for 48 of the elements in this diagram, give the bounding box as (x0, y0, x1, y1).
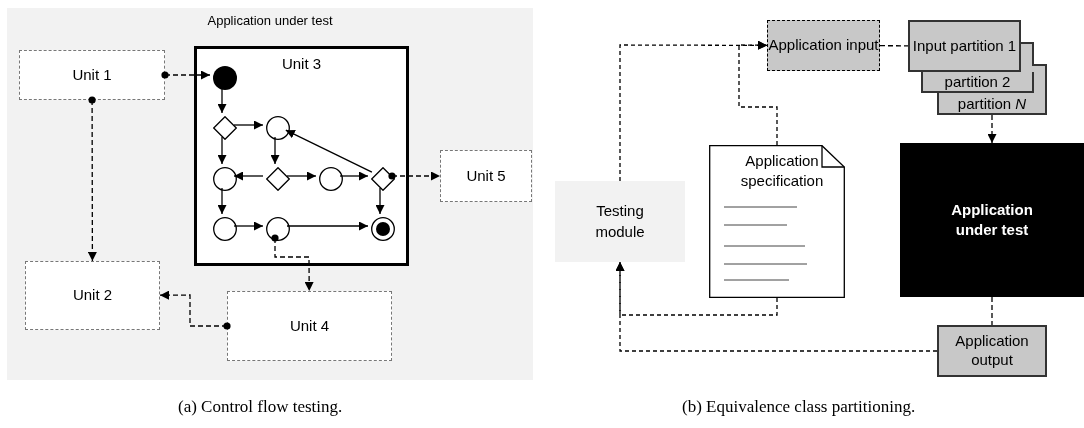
arrow (159, 290, 231, 330)
arrow (375, 187, 385, 215)
arrow (217, 187, 227, 215)
arrow (233, 221, 264, 231)
decision-diamond (213, 116, 237, 140)
application-box: Application under test (900, 143, 1084, 297)
module-box: Testing module (555, 181, 685, 262)
heading: Application under test (206, 12, 334, 30)
state-circle (213, 217, 237, 241)
arrow (217, 136, 227, 165)
state-circle (213, 167, 237, 191)
arrow (987, 114, 997, 144)
unit-box: Unit 1 (19, 50, 165, 100)
state-circle (266, 217, 290, 241)
arrow (233, 120, 264, 130)
arrow (738, 40, 778, 146)
state-circle (319, 167, 343, 191)
input-box: Application input (767, 20, 880, 71)
arrow (615, 261, 778, 316)
decision-diamond (371, 167, 395, 191)
arrow (286, 221, 369, 231)
heading: Unit 3 (280, 54, 323, 74)
decision-diamond (266, 167, 290, 191)
arrow (286, 171, 317, 181)
unit-box (194, 46, 409, 266)
unit-box: Unit 4 (227, 291, 392, 361)
arrow (233, 171, 264, 181)
partition-box: partition 2 (921, 72, 1034, 93)
panel-background (7, 8, 533, 380)
arrow (217, 86, 227, 114)
partition-box: partition N (937, 93, 1047, 115)
end-state (371, 217, 395, 241)
arrow (339, 171, 369, 181)
arrow (161, 70, 211, 80)
start-dot (213, 66, 237, 90)
partition-box: Input partition 1 (908, 20, 1021, 72)
output-box: Application output (937, 325, 1047, 377)
unit-box: Unit 2 (25, 261, 160, 330)
caption: (b) Equivalence class partitioning. (682, 396, 916, 418)
arrow (87, 96, 97, 262)
state-circle (266, 116, 290, 140)
unit-box: Unit 5 (440, 150, 532, 202)
caption: (a) Control flow testing. (178, 396, 343, 418)
arrow (285, 129, 373, 173)
arrow (270, 136, 280, 165)
arrow (271, 234, 314, 292)
document-title: Application specification (739, 151, 825, 192)
arrow (388, 171, 441, 181)
